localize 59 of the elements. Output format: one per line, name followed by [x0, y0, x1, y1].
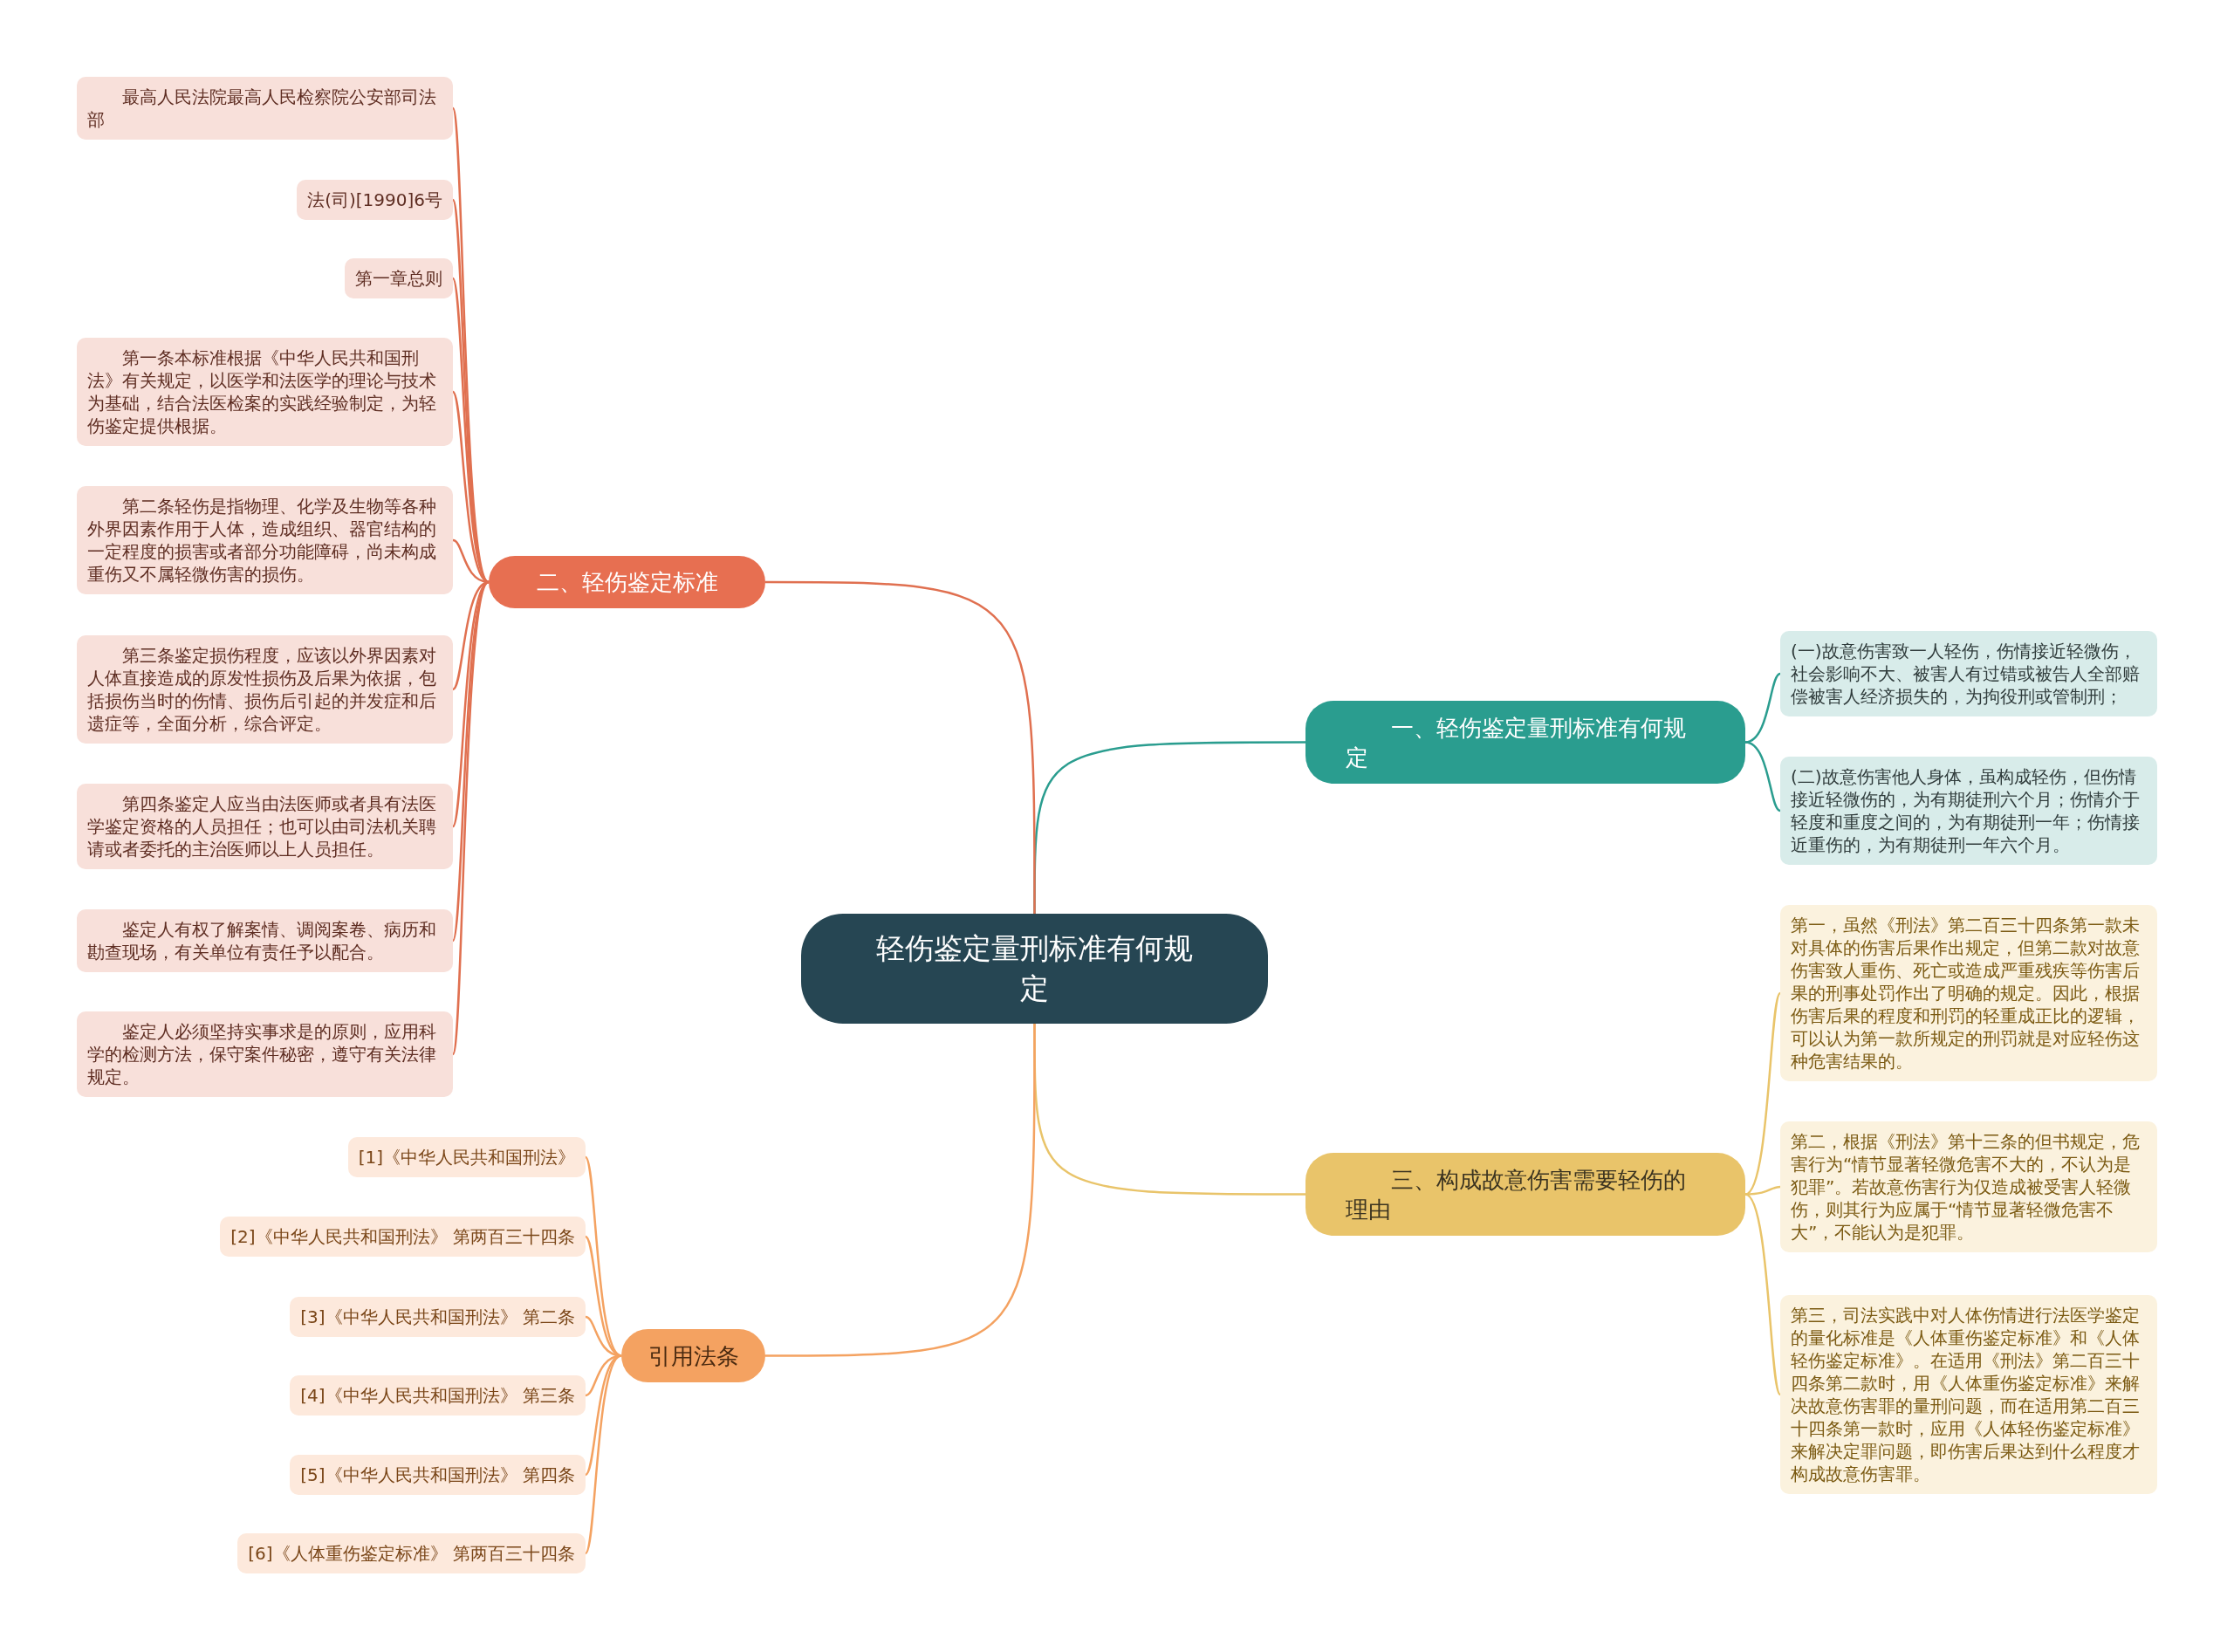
subtopic-box	[77, 784, 453, 869]
node-text: 三、构成故意伤害需要轻伤的理由	[1346, 1165, 1687, 1224]
node-text: 第二条轻伤是指物理、化学及生物等各种外界因素作用于人体，造成组织、器官结构的一定程度的损害或者部分功能障碍，尚未构成重伤又不属轻微伤害的损伤。	[87, 495, 437, 586]
node-text: (二)故意伤害他人身体，虽构成轻伤，但伤情接近轻微伤的，为有期徒刑六个月；伤情介于轻度和重度之间的，为有期徒刑一年；伤情接近重伤的，为有期徒刑一年六个月。	[1791, 765, 2141, 856]
node-text: 二、轻伤鉴定标准	[536, 568, 718, 597]
subtopic-box	[220, 1217, 586, 1257]
node-text: [3]《中华人民共和国刑法》 第二条	[300, 1306, 575, 1328]
node-text: [6]《人体重伤鉴定标准》 第两百三十四条	[248, 1542, 575, 1565]
node-text: [2]《中华人民共和国刑法》 第两百三十四条	[230, 1225, 575, 1248]
subtopic-box	[77, 635, 453, 744]
node-text: 鉴定人必须坚持实事求是的原则，应用科学的检测方法，保守案件秘密，遵守有关法律规定。	[87, 1020, 437, 1088]
subtopic-box	[297, 180, 453, 220]
node-text: 一、轻伤鉴定量刑标准有何规定	[1346, 713, 1687, 772]
node-text: [5]《中华人民共和国刑法》 第四条	[300, 1463, 575, 1486]
connector-line	[1744, 992, 1782, 1196]
node-text: [4]《中华人民共和国刑法》 第三条	[300, 1384, 575, 1407]
subtopic-box	[1780, 1121, 2157, 1252]
subtopic-box	[1780, 1295, 2157, 1494]
subtopic-box	[290, 1455, 586, 1495]
node-text: (一)故意伤害致一人轻伤，伤情接近轻微伤，社会影响不大、被害人有过错或被告人全部赔偿被害人经济损失的，为拘役刑或管制刑；	[1791, 640, 2141, 708]
node-text: 鉴定人有权了解案情、调阅案卷、病历和勘查现场，有关单位有责任予以配合。	[87, 918, 437, 963]
node-text: 第四条鉴定人应当由法医师或者具有法医学鉴定资格的人员担任；也可以由司法机关聘请或者委托的主治医师以上人员担任。	[87, 792, 437, 860]
subtopic-box	[77, 909, 453, 972]
node-text: 第三条鉴定损伤程度，应该以外界因素对人体直接造成的原发性损伤及后果为依据，包括损伤当时的伤情、损伤后引起的并发症和后遗症等，全面分析，综合评定。	[87, 644, 437, 735]
subtopic-box	[345, 258, 453, 298]
subtopic-box	[1780, 631, 2157, 716]
branch-topic	[1305, 701, 1745, 784]
subtopic-box	[77, 338, 453, 446]
branch-topic	[489, 556, 765, 608]
subtopic-box	[77, 486, 453, 594]
connector-line	[765, 1024, 1036, 1357]
branch-topic	[1305, 1153, 1745, 1236]
node-text: 第二，根据《刑法》第十三条的但书规定，危害行为“情节显著轻微危害不大的，不认为是犯罪”。若故意伤害行为仅造成被受害人轻微伤，则其行为应属于“情节显著轻微危害不大”，不能认为是犯罪。	[1791, 1130, 2141, 1244]
node-text: [1]《中华人民共和国刑法》	[358, 1146, 575, 1169]
connector-line	[765, 580, 1036, 914]
subtopic-box	[77, 77, 453, 140]
connector-line	[451, 581, 490, 1055]
subtopic-box	[1780, 905, 2157, 1081]
node-text: 轻伤鉴定量刑标准有何规定	[875, 930, 1194, 1007]
subtopic-box	[237, 1533, 586, 1573]
node-text: 第一条本标准根据《中华人民共和国刑法》有关规定，以医学和法医学的理论与技术为基础，结合法医检案的实践经验制定，为轻伤鉴定提供根据。	[87, 346, 437, 437]
connector-line	[451, 199, 490, 583]
subtopic-box	[290, 1375, 586, 1416]
subtopic-box	[1780, 757, 2157, 865]
subtopic-box	[347, 1137, 586, 1177]
central-topic	[801, 914, 1268, 1024]
connector-line	[1744, 1193, 1782, 1395]
connector-line	[584, 1156, 622, 1357]
subtopic-box	[77, 1011, 453, 1097]
node-text: 第三，司法实践中对人体伤情进行法医学鉴定的量化标准是《人体重伤鉴定标准》和《人体轻伤鉴定标准》。在适用《刑法》第二百三十四条第二款时，用《人体重伤鉴定标准》来解决故意伤害罪的量刑问题，而在适用第二百三十四条第一款时，应用《人体轻伤鉴定标准》来解决定罪问题，即伤害后果达到什么程度才构成故意伤害罪。	[1791, 1304, 2141, 1485]
node-text: 最高人民法院最高人民检察院公安部司法部	[87, 86, 437, 131]
node-text: 第一章总则	[355, 267, 442, 290]
connector-line	[584, 1354, 622, 1554]
node-text: 法(司)[1990]6号	[307, 189, 442, 211]
node-text: 第一，虽然《刑法》第二百三十四条第一款未对具体的伤害后果作出规定，但第二款对故意伤害致人重伤、死亡或造成严重残疾等伤害后果的刑事处罚作出了明确的规定。因此，根据伤害后果的程度和刑罚的轻重成正比的逻辑，可以认为第一款所规定的刑罚就是对应轻伤这种危害结果的。	[1791, 914, 2141, 1073]
connector-line	[1744, 741, 1781, 812]
connector-line	[585, 1354, 622, 1476]
node-text: 引用法条	[648, 1341, 739, 1371]
subtopic-box	[290, 1297, 586, 1337]
